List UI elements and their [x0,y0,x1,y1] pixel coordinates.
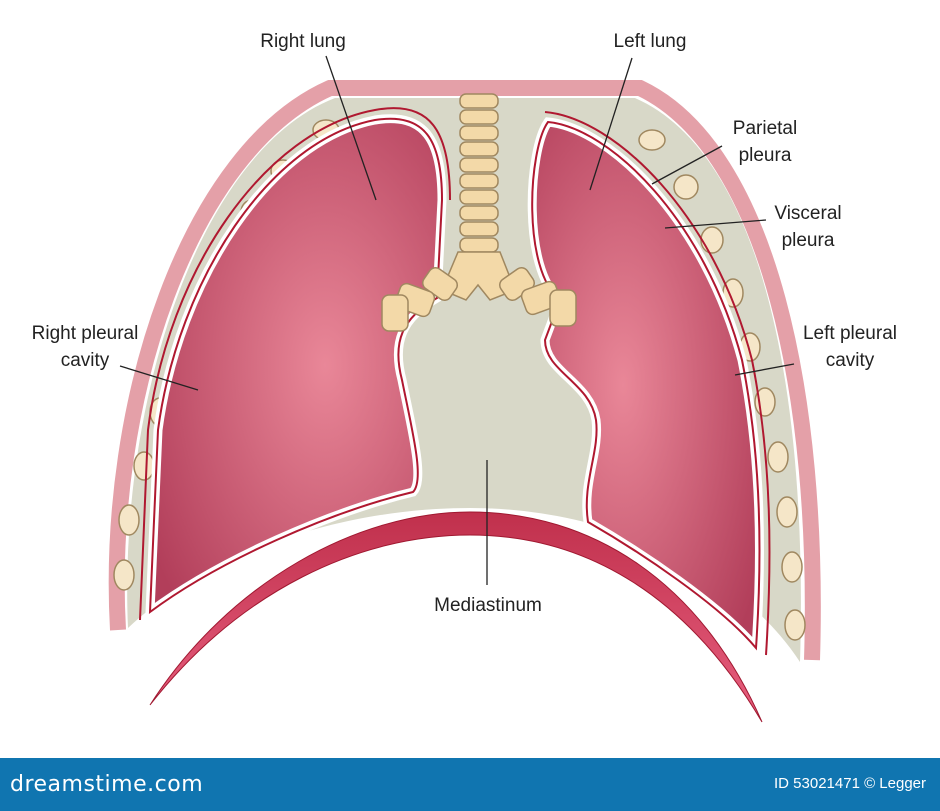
chest-wall [108,80,821,661]
right-parietal-pleura [139,107,451,621]
right-bronchus [381,266,458,332]
footer-bar: dreamstime.com ID 53021471 © Legger [0,758,940,811]
label-visceral-pleura-1: Visceral [774,203,841,224]
label-mediastinum: Mediastinum [434,595,542,616]
trachea [381,93,577,332]
left-parietal-pleura [544,111,771,656]
label-right-lung: Right lung [260,31,346,52]
label-left-lung: Left lung [614,31,687,52]
label-right-pleural-cavity-2: cavity [61,350,110,371]
diaphragm [149,511,763,723]
label-parietal-pleura-1: Parietal [733,118,797,139]
label-visceral-pleura-2: pleura [782,230,835,251]
brand-logo[interactable]: dreamstime.com [10,772,204,797]
label-left-pleural-cavity-2: cavity [826,350,875,371]
left-bronchus [499,266,577,327]
label-left-pleural-cavity-1: Left pleural [803,323,897,344]
label-right-pleural-cavity-1: Right pleural [32,323,139,344]
image-credit: ID 53021471 © Legger [774,775,926,792]
label-parietal-pleura-2: pleura [739,145,792,166]
